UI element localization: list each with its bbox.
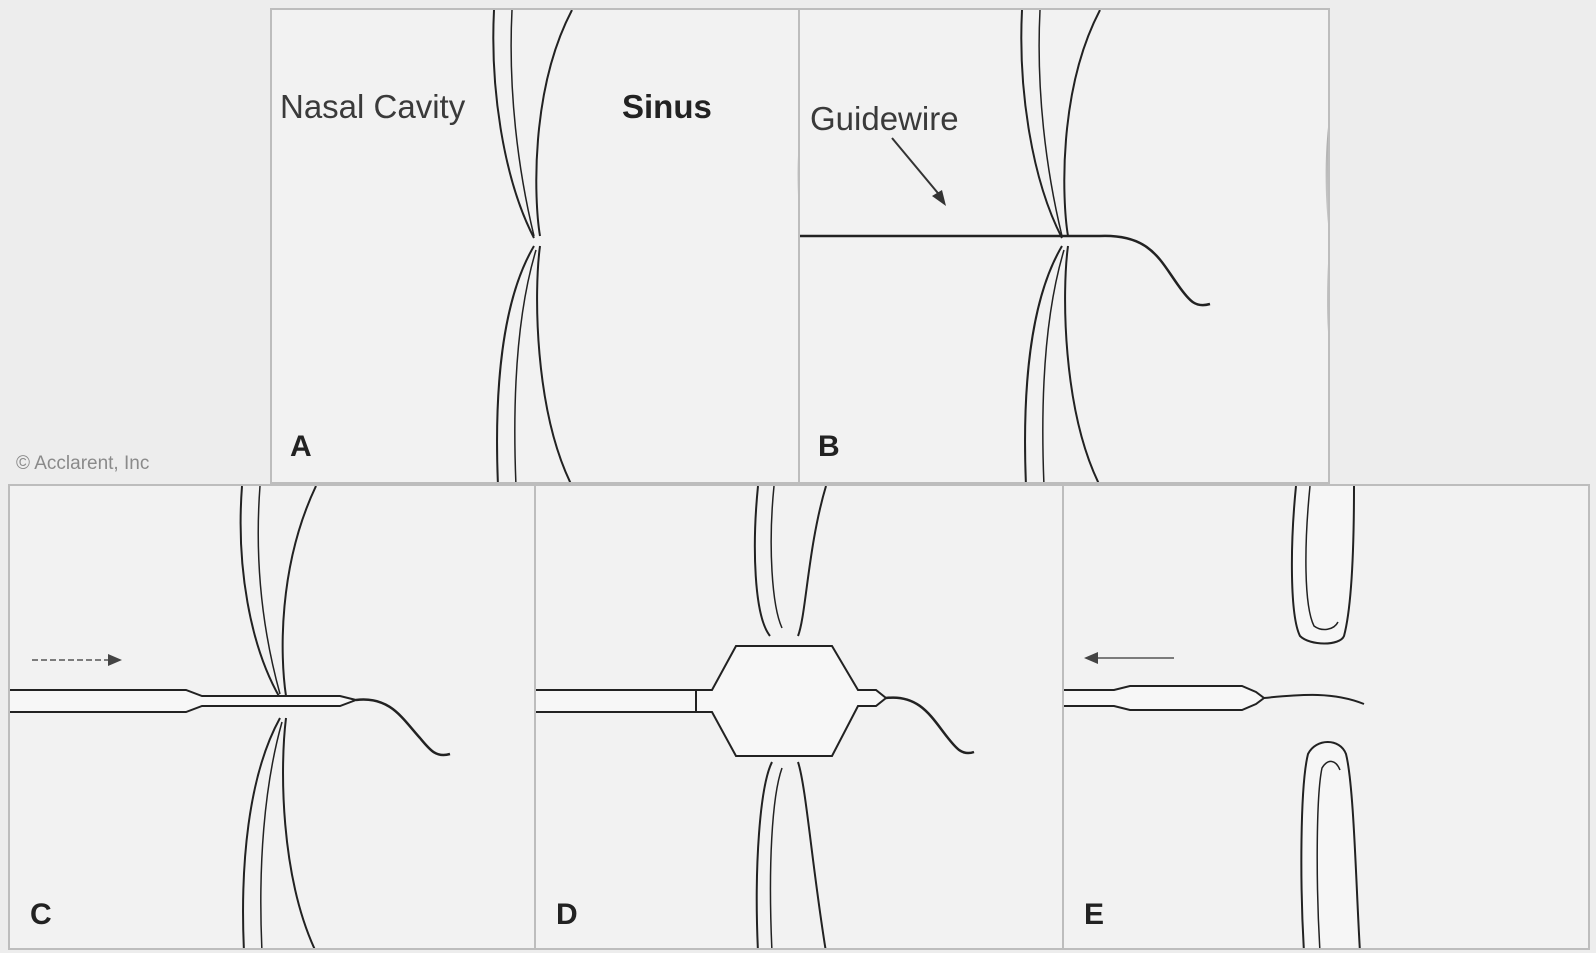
catheter-shaft bbox=[1064, 686, 1264, 710]
panel-a-illustration bbox=[272, 10, 800, 484]
wall-bottom-outer bbox=[757, 762, 772, 950]
guidewire-label: Guidewire bbox=[810, 100, 959, 138]
wall-top-outer bbox=[1021, 10, 1062, 238]
wall-bottom-edge bbox=[283, 718, 316, 950]
guidewire-pointer bbox=[892, 138, 942, 198]
wall-top-inner bbox=[258, 486, 280, 694]
advance-arrow-head bbox=[108, 654, 122, 666]
withdraw-arrow-head bbox=[1084, 652, 1098, 664]
wall-bottom-edge bbox=[798, 762, 826, 950]
wall-bottom-inner bbox=[770, 768, 782, 950]
guidewire bbox=[1264, 695, 1364, 704]
panel-c-letter: C bbox=[30, 898, 52, 932]
catheter-shaft bbox=[536, 690, 696, 712]
sinus-label: Sinus bbox=[622, 88, 712, 126]
panel-b-letter: B bbox=[818, 430, 840, 464]
wall-top-outer bbox=[755, 486, 770, 636]
panel-e-illustration bbox=[1064, 486, 1590, 950]
panel-e-letter: E bbox=[1084, 898, 1104, 932]
wall-bottom-edge bbox=[537, 246, 572, 484]
panel-b-illustration bbox=[800, 10, 1330, 484]
guidewire bbox=[356, 700, 450, 756]
panel-d-letter: D bbox=[556, 898, 578, 932]
wall-top-inner bbox=[771, 486, 782, 628]
panel-d-illustration bbox=[536, 486, 1064, 950]
wall-bottom bbox=[1301, 742, 1360, 950]
copyright-notice: © Acclarent, Inc bbox=[16, 453, 149, 475]
wall-bottom-inner bbox=[1043, 250, 1064, 484]
wall-top-edge bbox=[283, 486, 316, 696]
wall-bottom-edge bbox=[1065, 246, 1100, 484]
panel-c-illustration bbox=[10, 486, 536, 950]
sinus-region bbox=[534, 10, 800, 484]
panel-d: D bbox=[534, 484, 1064, 950]
nasal-cavity-label: Nasal Cavity bbox=[280, 88, 465, 126]
catheter-shaft bbox=[10, 690, 356, 712]
wall-top bbox=[1292, 486, 1354, 644]
wall-top-inner bbox=[511, 10, 534, 236]
sinus-region bbox=[1062, 10, 1330, 484]
wall-top-edge bbox=[536, 10, 572, 236]
guidewire bbox=[886, 698, 974, 753]
guidewire-pointer-head bbox=[932, 190, 946, 206]
panel-c: C bbox=[8, 484, 536, 950]
sinus-region bbox=[282, 486, 536, 950]
guidewire bbox=[800, 236, 1210, 305]
panel-a-letter: A bbox=[290, 430, 312, 464]
dilation-balloon bbox=[696, 646, 886, 756]
wall-bottom-inner bbox=[515, 250, 536, 484]
wall-top-outer bbox=[241, 486, 280, 698]
panel-e: E bbox=[1062, 484, 1590, 950]
panel-b: Guidewire B bbox=[798, 8, 1330, 484]
wall-top-edge bbox=[798, 486, 826, 636]
wall-top-edge bbox=[1064, 10, 1100, 236]
wall-top-outer bbox=[493, 10, 534, 238]
wall-top-inner bbox=[1039, 10, 1062, 236]
panel-a: Nasal Cavity Sinus A bbox=[270, 8, 800, 484]
